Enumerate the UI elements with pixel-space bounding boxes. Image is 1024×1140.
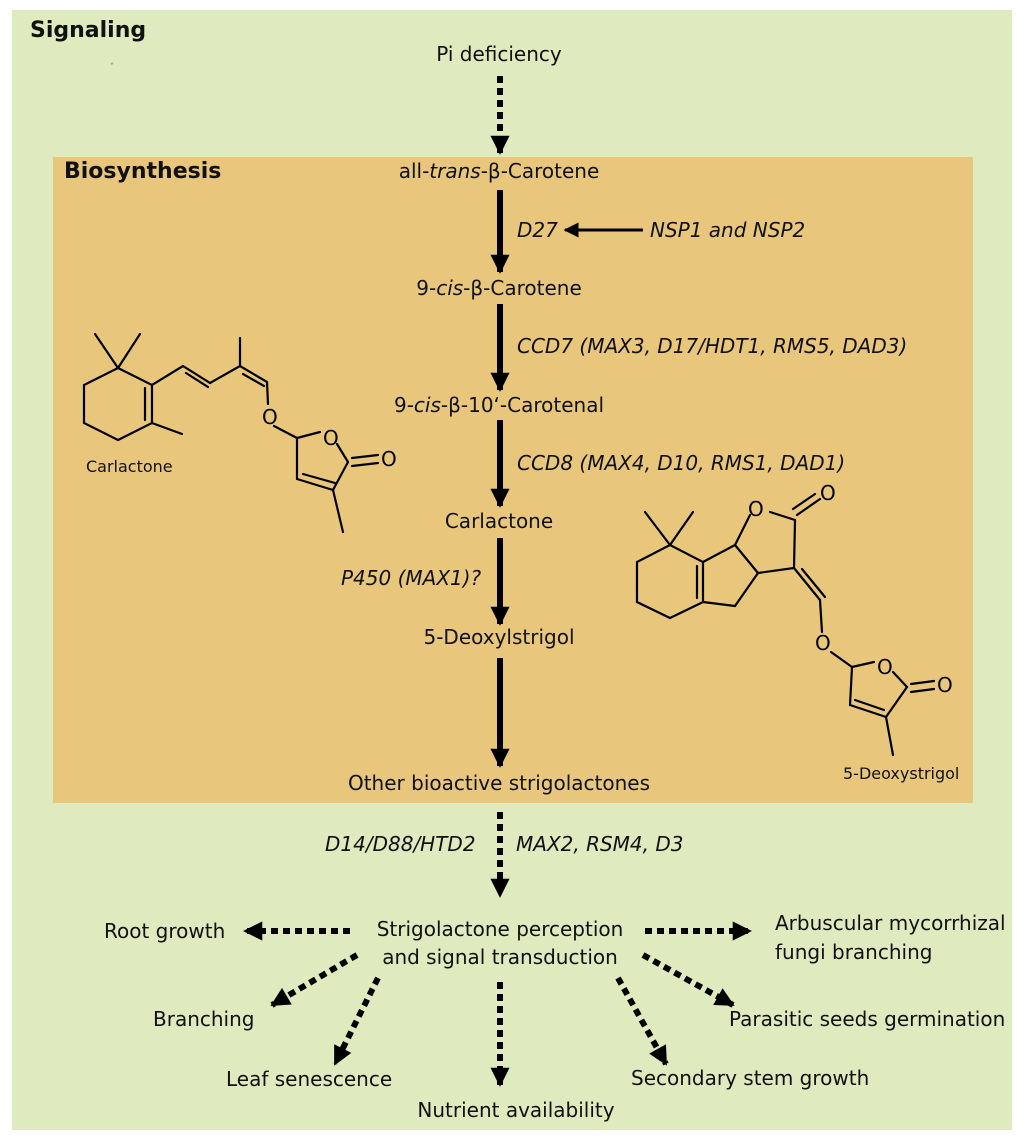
arrow-to-branching — [270, 952, 359, 1008]
output-leaf-senescence: Leaf senescence — [226, 1067, 393, 1091]
ccd7-label: CCD7 (MAX3, D17/HDT1, RMS5, DAD3) — [517, 334, 908, 358]
output-nutrient-availability: Nutrient availability — [417, 1098, 615, 1122]
d27-label: D27 — [517, 218, 558, 242]
pi-deficiency-label: Pi deficiency — [436, 42, 562, 66]
biosynthesis-heading: Biosynthesis — [64, 159, 222, 184]
carlactone-carbonyl-o: O — [381, 447, 397, 471]
9-cis-carotenal-label: 9-cis-β-10‘-Carotenal — [393, 393, 605, 417]
output-parasitic-germination: Parasitic seeds germination — [729, 1007, 1006, 1031]
output-root-growth: Root growth — [104, 919, 226, 943]
all-trans-carotene-label: all-trans-β-Carotene — [398, 159, 600, 183]
perception-line2: and signal transduction — [382, 945, 618, 969]
output-branching: Branching — [153, 1007, 255, 1031]
carlactone-step-label: Carlactone — [444, 509, 554, 533]
signaling-heading: Signaling — [30, 18, 147, 43]
nsp-label: NSP1 and NSP2 — [650, 218, 806, 242]
deoxystrigol-carbonyl-o2: O — [937, 673, 953, 697]
output-amf-line1: Arbuscular mycorrhizal — [775, 911, 1006, 935]
p450-label: P450 (MAX1)? — [341, 566, 482, 590]
deoxystrigol-carbonyl-o1: O — [820, 481, 836, 505]
receptors-label: D14/D88/HTD2 — [325, 832, 476, 856]
other-strigolactones-label: Other bioactive strigolactones — [347, 771, 651, 795]
biosynthesis-panel — [53, 157, 973, 803]
deoxystrigol-ring-o: O — [877, 655, 893, 679]
perception-line1: Strigolactone perception — [376, 917, 624, 941]
deoxystrigol-ether-o: O — [815, 631, 831, 655]
9-cis-carotene-label: 9-cis-β-Carotene — [416, 276, 582, 300]
deoxystrigol-structure — [635, 492, 936, 757]
arrow-to-leaf — [332, 976, 381, 1066]
5-deoxylstrigol-step-label: 5-Deoxylstrigol — [423, 625, 575, 649]
carlactone-structure-caption: Carlactone — [86, 457, 173, 476]
carlactone-structure — [82, 332, 380, 534]
carlactone-ring-o2: O — [323, 426, 339, 450]
deoxystrigol-lactone-o: O — [748, 497, 764, 521]
speck-mark — [110, 62, 114, 65]
arrow-to-secondary — [615, 976, 669, 1066]
arrow-to-parasitic — [641, 952, 735, 1008]
signaling-components-label: MAX2, RSM4, D3 — [516, 832, 684, 856]
output-amf-line2: fungi branching — [775, 940, 933, 964]
output-secondary-stem: Secondary stem growth — [631, 1066, 870, 1090]
deoxystrigol-structure-caption: 5-Deoxystrigol — [843, 764, 960, 783]
carlactone-ring-o: O — [262, 405, 278, 429]
ccd8-label: CCD8 (MAX4, D10, RMS1, DAD1) — [517, 451, 846, 475]
